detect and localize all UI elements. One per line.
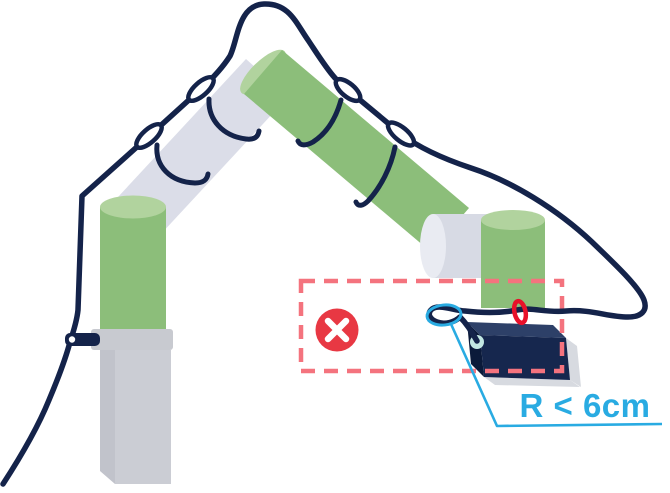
- robot-base: [91, 329, 173, 484]
- cable-tie-ring-4: [385, 120, 417, 148]
- lower-arm-link: [118, 59, 288, 235]
- restricted-zone-box: [298, 278, 565, 374]
- robot-arm: [100, 49, 545, 331]
- wrist-tool-cylinder: [481, 220, 545, 308]
- bend-radius-highlight: [425, 303, 463, 327]
- wrist-joint-cap: [420, 214, 446, 278]
- cable-loop-arc-2: [206, 96, 262, 142]
- box-front-face: [480, 335, 570, 380]
- callout-line: [449, 323, 663, 428]
- wrist-tool-cap: [481, 210, 545, 230]
- cable-clip: [65, 333, 100, 346]
- strain-relief-ring-icon: [511, 298, 529, 326]
- radius-label: R < 6cm: [520, 387, 651, 424]
- cable-tie-ring-3: [333, 76, 363, 104]
- cable-loop-arc-4: [353, 144, 398, 208]
- cable-loop-arc-1: [154, 142, 211, 186]
- shoulder-cylinder: [100, 207, 166, 331]
- box-top-face: [467, 322, 566, 338]
- cable-loop-arc-3: [295, 97, 344, 148]
- controller-box: [467, 322, 581, 387]
- base-collar: [91, 329, 173, 350]
- base-column-side: [100, 350, 115, 484]
- x-icon: [324, 317, 350, 343]
- upper-arm-link: [244, 50, 469, 252]
- base-column-front: [115, 350, 171, 484]
- shoulder-cap: [100, 195, 166, 219]
- box-shadow-bottom: [484, 377, 580, 387]
- cable-clip-pin: [68, 336, 76, 343]
- box-shadow-right: [566, 338, 581, 387]
- cable-tie-ring-2: [186, 75, 216, 103]
- cable-tie-ring-1: [134, 122, 164, 150]
- prohibited-icon: [315, 308, 359, 352]
